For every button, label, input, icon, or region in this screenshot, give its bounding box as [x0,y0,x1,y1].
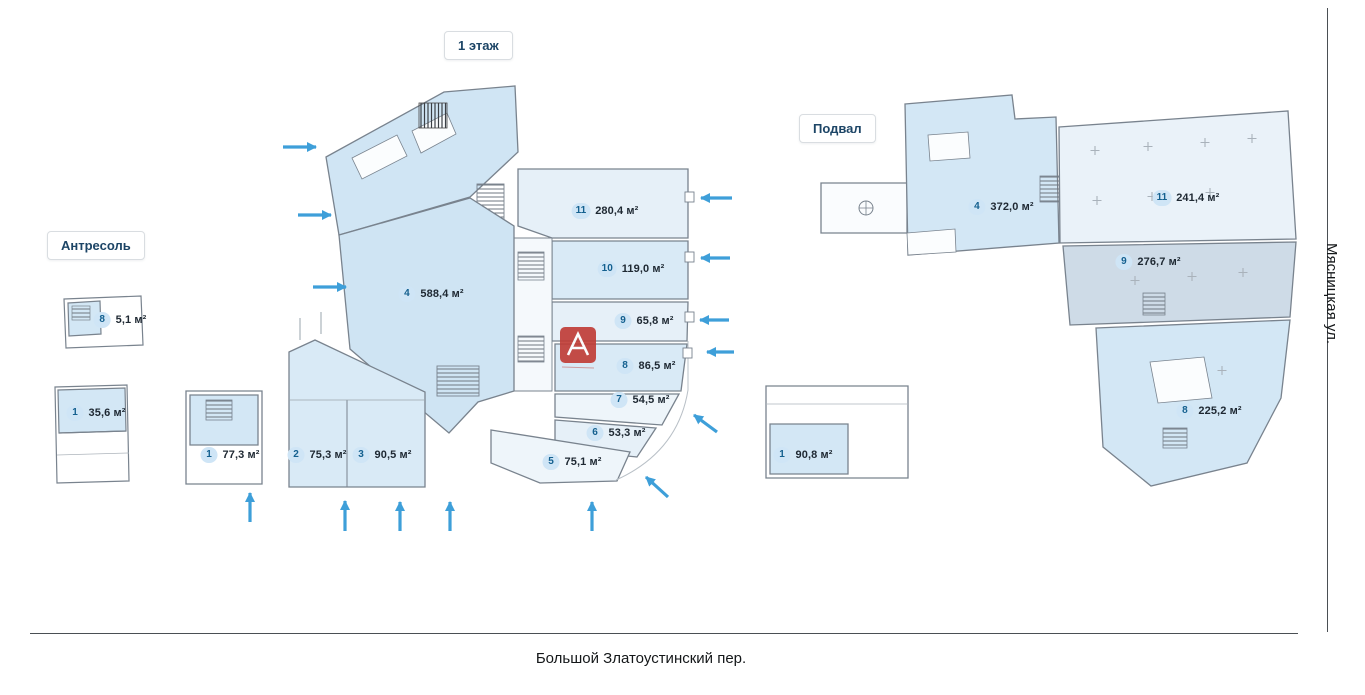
room-label-first-2: 2 75,3 м² [287,447,347,463]
stairs-icon [517,251,545,281]
room-label-basement-1: 1 90,8 м² [773,447,833,463]
room-label-first-4: 4 588,4 м² [398,286,463,302]
room-label-first-3: 3 90,5 м² [352,447,412,463]
room-area: 241,4 м² [1176,192,1220,204]
stairs-icon [1039,175,1061,203]
room-label-first-7: 7 54,5 м² [610,392,670,408]
room-number-badge: 1 [773,447,791,463]
room-number-badge: 10 [597,261,617,277]
room-number-badge: 5 [542,454,560,470]
room-shape-basement-8 [1095,319,1291,487]
room-area: 372,0 м² [990,201,1034,213]
room-area: 75,3 м² [309,449,347,461]
room-label-first-6: 6 53,3 м² [586,425,646,441]
stairs-icon [418,102,448,129]
stairs-icon [1142,292,1166,316]
room-area: 90,8 м² [795,449,833,461]
room-label-basement-11: 11 241,4 м² [1152,190,1220,206]
floor-label-mezzanine: Антресоль [47,231,145,260]
room-label-first-9: 9 65,8 м² [614,313,674,329]
room-number-badge: 8 [1176,403,1194,419]
basement-plan [765,94,1297,487]
room-number-badge: 4 [398,286,416,302]
floor-label-first: 1 этаж [444,31,513,60]
stairs-icon [436,365,480,397]
room-shape-first-5 [490,429,631,484]
room-label-basement-8: 8 225,2 м² [1176,403,1241,419]
room-number-badge: 8 [616,358,634,374]
room-area: 280,4 м² [595,205,639,217]
room-shape-basement-11 [1058,110,1297,244]
room-number-badge: 11 [571,203,591,219]
room-number-badge: 9 [1115,254,1133,270]
room-shape-basement-1 [769,423,849,475]
room-area: 276,7 м² [1137,256,1181,268]
room-label-mezz-1: 1 35,6 м² [66,405,126,421]
room-area: 35,6 м² [88,407,126,419]
room-number-badge: 9 [614,313,632,329]
room-shape-first-2-3 [288,339,426,488]
entrance-arrow [644,475,670,499]
street-label-right: Мясницкая ул. [1323,243,1340,344]
room-label-mezz-8: 8 5,1 м² [93,312,147,328]
entrance-arrows [245,142,734,531]
room-area: 65,8 м² [636,315,674,327]
room-area: 54,5 м² [632,394,670,406]
room-area: 5,1 м² [115,314,147,326]
room-area: 86,5 м² [638,360,676,372]
room-label-first-5: 5 75,1 м² [542,454,602,470]
room-label-first-1: 1 77,3 м² [200,447,260,463]
room-number-badge: 3 [352,447,370,463]
column-marks [1090,134,1257,375]
room-area: 588,4 м² [420,288,464,300]
stairs-icon [517,335,545,363]
room-area: 53,3 м² [608,427,646,439]
room-area: 225,2 м² [1198,405,1242,417]
room-number-badge: 4 [968,199,986,215]
room-number-badge: 7 [610,392,628,408]
logo-watermark [560,327,596,369]
room-area: 90,5 м² [374,449,412,461]
room-area: 77,3 м² [222,449,260,461]
street-line-bottom [30,633,1298,634]
street-label-bottom: Большой Златоустинский пер. [535,650,747,667]
room-number-badge: 2 [287,447,305,463]
street-line-right [1327,8,1328,632]
room-shape-first-11 [517,168,689,239]
stairs-icon [1162,427,1188,449]
room-label-first-8: 8 86,5 м² [616,358,676,374]
entrance-arrow [693,413,718,434]
room-area: 119,0 м² [621,263,665,275]
room-number-badge: 1 [66,405,84,421]
room-shape-first-7 [554,393,681,426]
floor-label-basement: Подвал [799,114,876,143]
room-label-first-10: 10 119,0 м² [597,261,665,277]
room-label-basement-4: 4 372,0 м² [968,199,1033,215]
room-number-badge: 1 [200,447,218,463]
stairs-icon [205,399,233,421]
room-label-first-11: 11 280,4 м² [571,203,639,219]
room-number-badge: 6 [586,425,604,441]
room-area: 75,1 м² [564,456,602,468]
room-number-badge: 11 [1152,190,1172,206]
room-label-basement-9: 9 276,7 м² [1115,254,1180,270]
room-number-badge: 8 [93,312,111,328]
